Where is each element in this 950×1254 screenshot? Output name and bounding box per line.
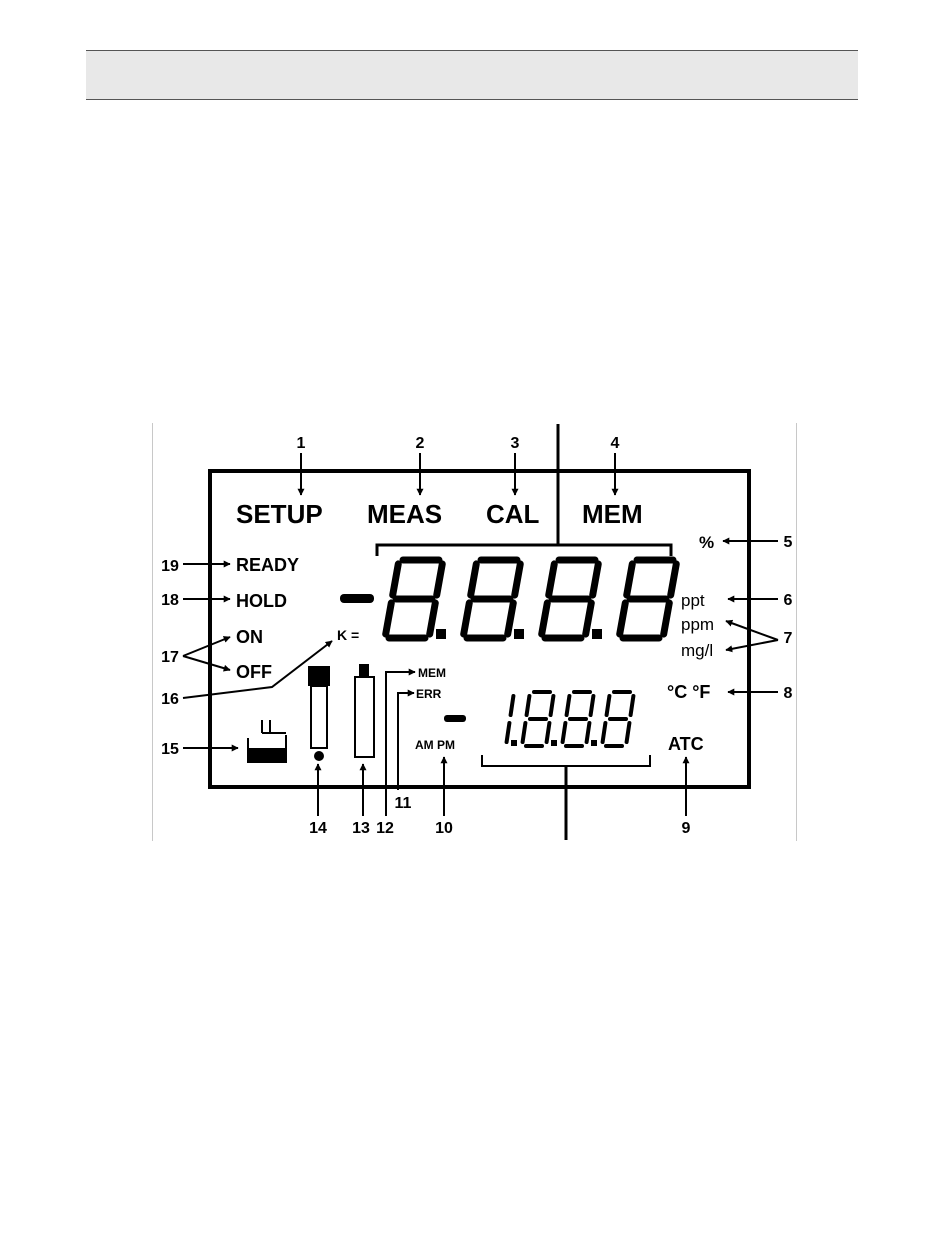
arrow-icon	[183, 656, 230, 670]
callout-2: 2	[416, 435, 425, 452]
secondary-decimal-point	[551, 740, 557, 746]
secondary-decimal-point	[591, 740, 597, 746]
callout-16: 16	[161, 691, 179, 708]
segment-c	[664, 603, 670, 634]
atc-label: ATC	[668, 734, 704, 754]
main-minus-segment	[340, 594, 374, 603]
secondary-digit-3	[563, 692, 594, 746]
callout-13: 13	[352, 820, 370, 837]
unit-temperature: °C °F	[667, 682, 710, 702]
status-label-hold: HOLD	[236, 591, 287, 611]
callout-9: 9	[682, 820, 691, 837]
segment-e	[620, 603, 626, 634]
segment-c	[586, 603, 592, 634]
segment-b	[437, 564, 443, 595]
segment-f	[627, 564, 633, 595]
segment-c	[627, 723, 630, 742]
segment-b	[593, 564, 599, 595]
secondary-display-bracket	[482, 755, 650, 766]
segment-c	[587, 723, 590, 742]
ampm-label: AM PM	[415, 738, 455, 752]
beaker-icon	[248, 720, 286, 762]
callout-17: 17	[161, 649, 179, 666]
status-label-off: OFF	[236, 662, 272, 682]
secondary-digit-1	[507, 696, 514, 742]
arrow-icon	[183, 637, 230, 656]
mem-flag: MEM	[418, 666, 446, 680]
segment-e	[386, 603, 392, 634]
callout-14: 14	[309, 820, 327, 837]
main-digit-1	[386, 560, 443, 638]
segment-e	[603, 723, 606, 742]
segment-e	[523, 723, 526, 742]
unit-ppm: ppm	[681, 615, 714, 634]
segment-b	[591, 696, 594, 715]
main-digit-4	[620, 560, 677, 638]
segment-c	[547, 723, 550, 742]
callout-8: 8	[784, 685, 793, 702]
callout-12: 12	[376, 820, 394, 837]
segment-c	[507, 723, 510, 742]
mode-label-meas: MEAS	[367, 499, 442, 529]
segment-f	[549, 564, 555, 595]
main-decimal-point	[514, 629, 524, 639]
segment-f	[567, 696, 570, 715]
segment-b	[515, 564, 521, 595]
segment-b	[511, 696, 514, 715]
unit-mgl: mg/l	[681, 641, 713, 660]
callout-10: 10	[435, 820, 453, 837]
status-label-on: ON	[236, 627, 263, 647]
callout-3: 3	[511, 435, 520, 452]
mode-label-cal: CAL	[486, 499, 540, 529]
arrow-icon	[398, 693, 414, 790]
segment-c	[508, 603, 514, 634]
segment-e	[542, 603, 548, 634]
secondary-digits	[507, 692, 634, 746]
segment-f	[607, 696, 610, 715]
callout-7: 7	[784, 630, 793, 647]
segment-b	[551, 696, 554, 715]
segment-c	[430, 603, 436, 634]
main-decimal-point	[592, 629, 602, 639]
segment-f	[471, 564, 477, 595]
unit-ppt: ppt	[681, 591, 705, 610]
arrow-icon	[726, 621, 778, 640]
callout-1: 1	[297, 435, 306, 452]
secondary-digit-2	[523, 692, 554, 746]
secondary-digit-4	[603, 692, 634, 746]
segment-f	[393, 564, 399, 595]
callout-6: 6	[784, 592, 793, 609]
arrow-icon	[726, 640, 778, 650]
segment-f	[527, 696, 530, 715]
mode-label-mem: MEM	[582, 499, 643, 529]
callout-5: 5	[784, 534, 793, 551]
callout-4: 4	[611, 435, 620, 452]
secondary-decimal-point	[511, 740, 517, 746]
main-digit-3	[542, 560, 599, 638]
unit-percent: %	[699, 533, 714, 552]
segment-e	[464, 603, 470, 634]
main-digit-2	[464, 560, 521, 638]
k-label: K =	[337, 627, 359, 643]
main-display-bracket	[377, 545, 671, 556]
segment-b	[631, 696, 634, 715]
status-label-ready: READY	[236, 555, 299, 575]
callout-19: 19	[161, 558, 179, 575]
mode-label-setup: SETUP	[236, 499, 323, 529]
callout-11: 11	[395, 795, 412, 812]
main-digits	[386, 560, 677, 639]
callout-18: 18	[161, 592, 179, 609]
secondary-minus-segment	[444, 715, 466, 722]
main-decimal-point	[436, 629, 446, 639]
segment-b	[671, 564, 677, 595]
electrode-icon	[355, 664, 374, 757]
segment-e	[563, 723, 566, 742]
probe-icon	[308, 666, 330, 761]
err-flag: ERR	[416, 687, 442, 701]
callout-15: 15	[161, 741, 179, 758]
